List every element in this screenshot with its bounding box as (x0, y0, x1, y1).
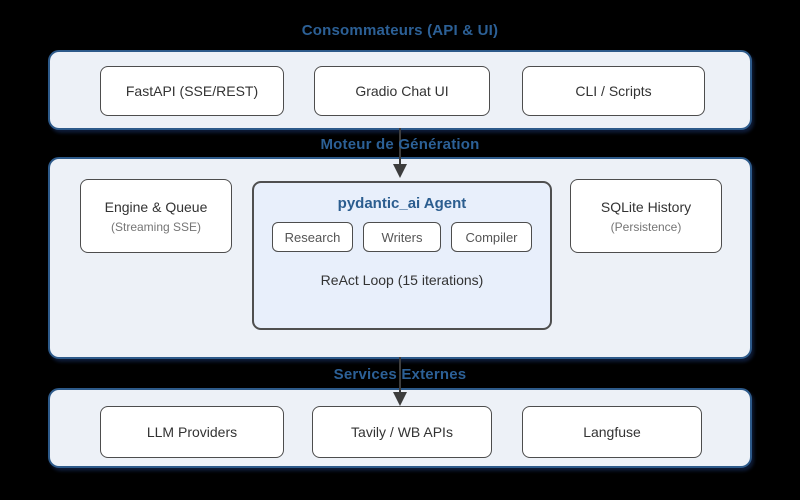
agent-tools-row: Research Writers Compiler (254, 222, 550, 252)
section-title-consommateurs: Consommateurs (API & UI) (301, 22, 499, 39)
arrow-line-engine-to-services (399, 357, 401, 394)
node-engine-queue: Engine & Queue (Streaming SSE) (80, 179, 232, 253)
node-label: Engine & Queue (104, 198, 208, 215)
node-cli-scripts: CLI / Scripts (522, 66, 705, 116)
node-llm-providers: LLM Providers (100, 406, 284, 458)
agent-title: pydantic_ai Agent (337, 195, 467, 212)
container-consommateurs: FastAPI (SSE/REST) Gradio Chat UI CLI / … (48, 50, 752, 130)
section-title-services-externes: Services Externes (333, 366, 467, 383)
container-moteur-generation: Engine & Queue (Streaming SSE) pydantic_… (48, 157, 752, 359)
node-langfuse: Langfuse (522, 406, 702, 458)
arrowhead-down-icon (393, 392, 407, 406)
section-title-moteur-generation: Moteur de Génération (320, 136, 480, 153)
node-label: SQLite History (600, 198, 692, 215)
arrowhead-down-icon (393, 164, 407, 178)
tool-writers: Writers (363, 222, 441, 252)
tool-research: Research (272, 222, 353, 252)
pydantic-ai-agent-box: pydantic_ai Agent Research Writers Compi… (252, 181, 552, 330)
node-sublabel: (Streaming SSE) (110, 219, 202, 234)
node-fastapi: FastAPI (SSE/REST) (100, 66, 284, 116)
node-tavily-wb-apis: Tavily / WB APIs (312, 406, 492, 458)
react-loop-label: ReAct Loop (15 iterations) (320, 272, 484, 288)
node-sqlite-history: SQLite History (Persistence) (570, 179, 722, 253)
tool-compiler: Compiler (451, 222, 532, 252)
node-sublabel: (Persistence) (610, 219, 682, 234)
node-gradio-chat-ui: Gradio Chat UI (314, 66, 490, 116)
arrow-line-consumers-to-engine (399, 128, 401, 166)
